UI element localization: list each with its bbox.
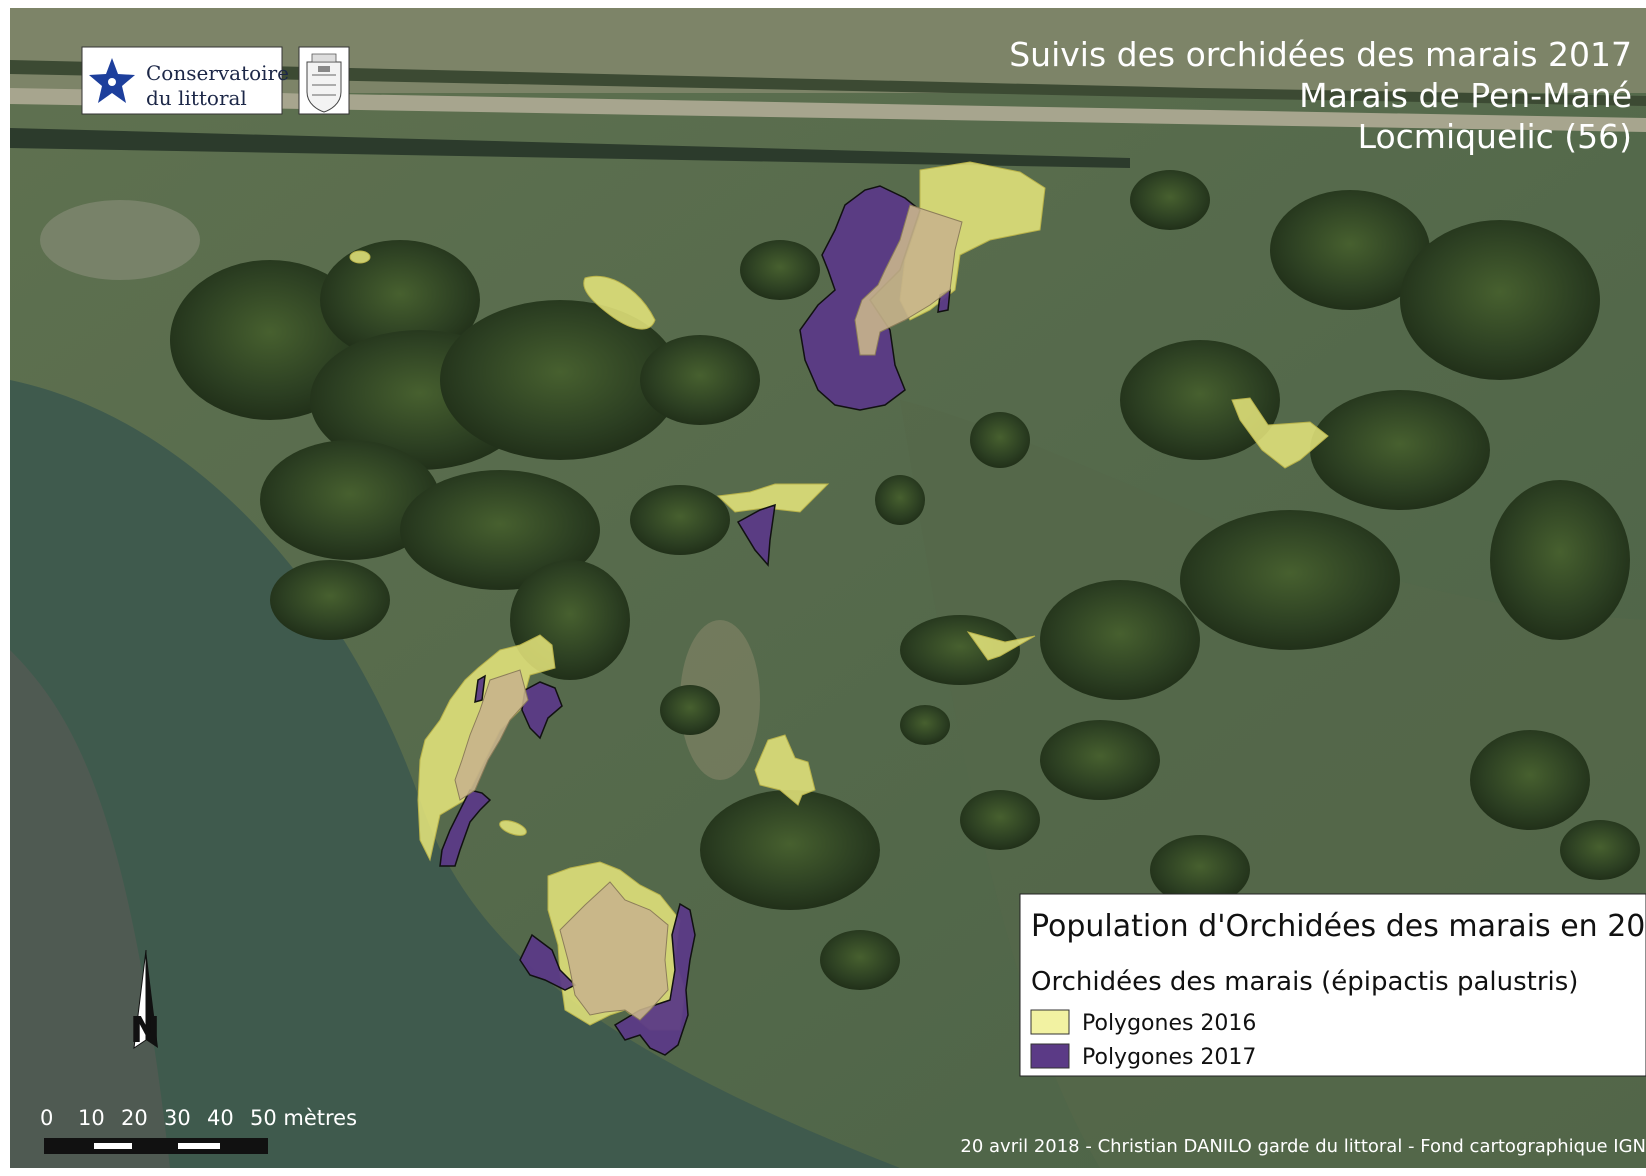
legend-label-2017: Polygones 2017 <box>1082 1045 1256 1070</box>
polygon-2016 <box>1231 397 1329 469</box>
legend-title: Population d'Orchidées des marais en 201… <box>1031 909 1646 944</box>
north-label: N <box>130 1010 160 1051</box>
title-line2: Marais de Pen-Mané <box>1299 76 1632 115</box>
polygon-2016 <box>499 820 527 836</box>
polygon-2016 <box>349 250 371 264</box>
polygon-2017 <box>439 789 492 867</box>
scale-tick-30: 30 <box>164 1106 191 1130</box>
polygon-2016 <box>754 734 816 806</box>
legend-swatch-2016 <box>1030 1009 1070 1035</box>
title-line1: Suivis des orchidées des marais 2017 <box>1009 35 1632 74</box>
polygon-2016 <box>966 631 1036 661</box>
polygon-2017 <box>474 674 486 704</box>
logo-conservatoire: Conservatoire du littoral <box>81 46 289 115</box>
scale-bar: 0 10 20 30 40 50 mètres <box>40 1106 357 1154</box>
polygons-overlap <box>454 204 963 1021</box>
title-line3: Locmiquelic (56) <box>1358 117 1632 156</box>
legend-subtitle: Orchidées des marais (épipactis palustri… <box>1031 967 1578 997</box>
coat-of-arms-logo <box>298 46 350 115</box>
scale-tick-20: 20 <box>121 1106 148 1130</box>
logo-line1: Conservatoire <box>146 61 289 85</box>
polygon-overlap <box>559 881 669 1021</box>
polygon-2017 <box>521 681 563 740</box>
logo-line2: du littoral <box>146 86 247 110</box>
polygon-2016 <box>716 483 830 513</box>
polygon-overlap <box>854 204 963 356</box>
map-credit: 20 avril 2018 - Christian DANILO garde d… <box>960 1136 1646 1157</box>
legend-label-2016: Polygones 2016 <box>1082 1011 1256 1036</box>
polygon-overlap <box>454 669 529 801</box>
star-flower-icon <box>89 58 135 103</box>
polygon-2017 <box>736 503 776 567</box>
north-arrow: N <box>130 949 160 1051</box>
scale-tick-10: 10 <box>78 1106 105 1130</box>
tree-cover <box>170 170 1640 990</box>
scale-tick-0: 0 <box>40 1106 53 1130</box>
scale-tick-50: 50 mètres <box>250 1106 357 1130</box>
map-legend: Population d'Orchidées des marais en 201… <box>1019 893 1646 1077</box>
legend-swatch-2017 <box>1030 1043 1070 1069</box>
polygon-2016 <box>583 275 656 330</box>
map-title: Suivis des orchidées des marais 2017 Mar… <box>1009 35 1632 156</box>
scale-tick-40: 40 <box>207 1106 234 1130</box>
